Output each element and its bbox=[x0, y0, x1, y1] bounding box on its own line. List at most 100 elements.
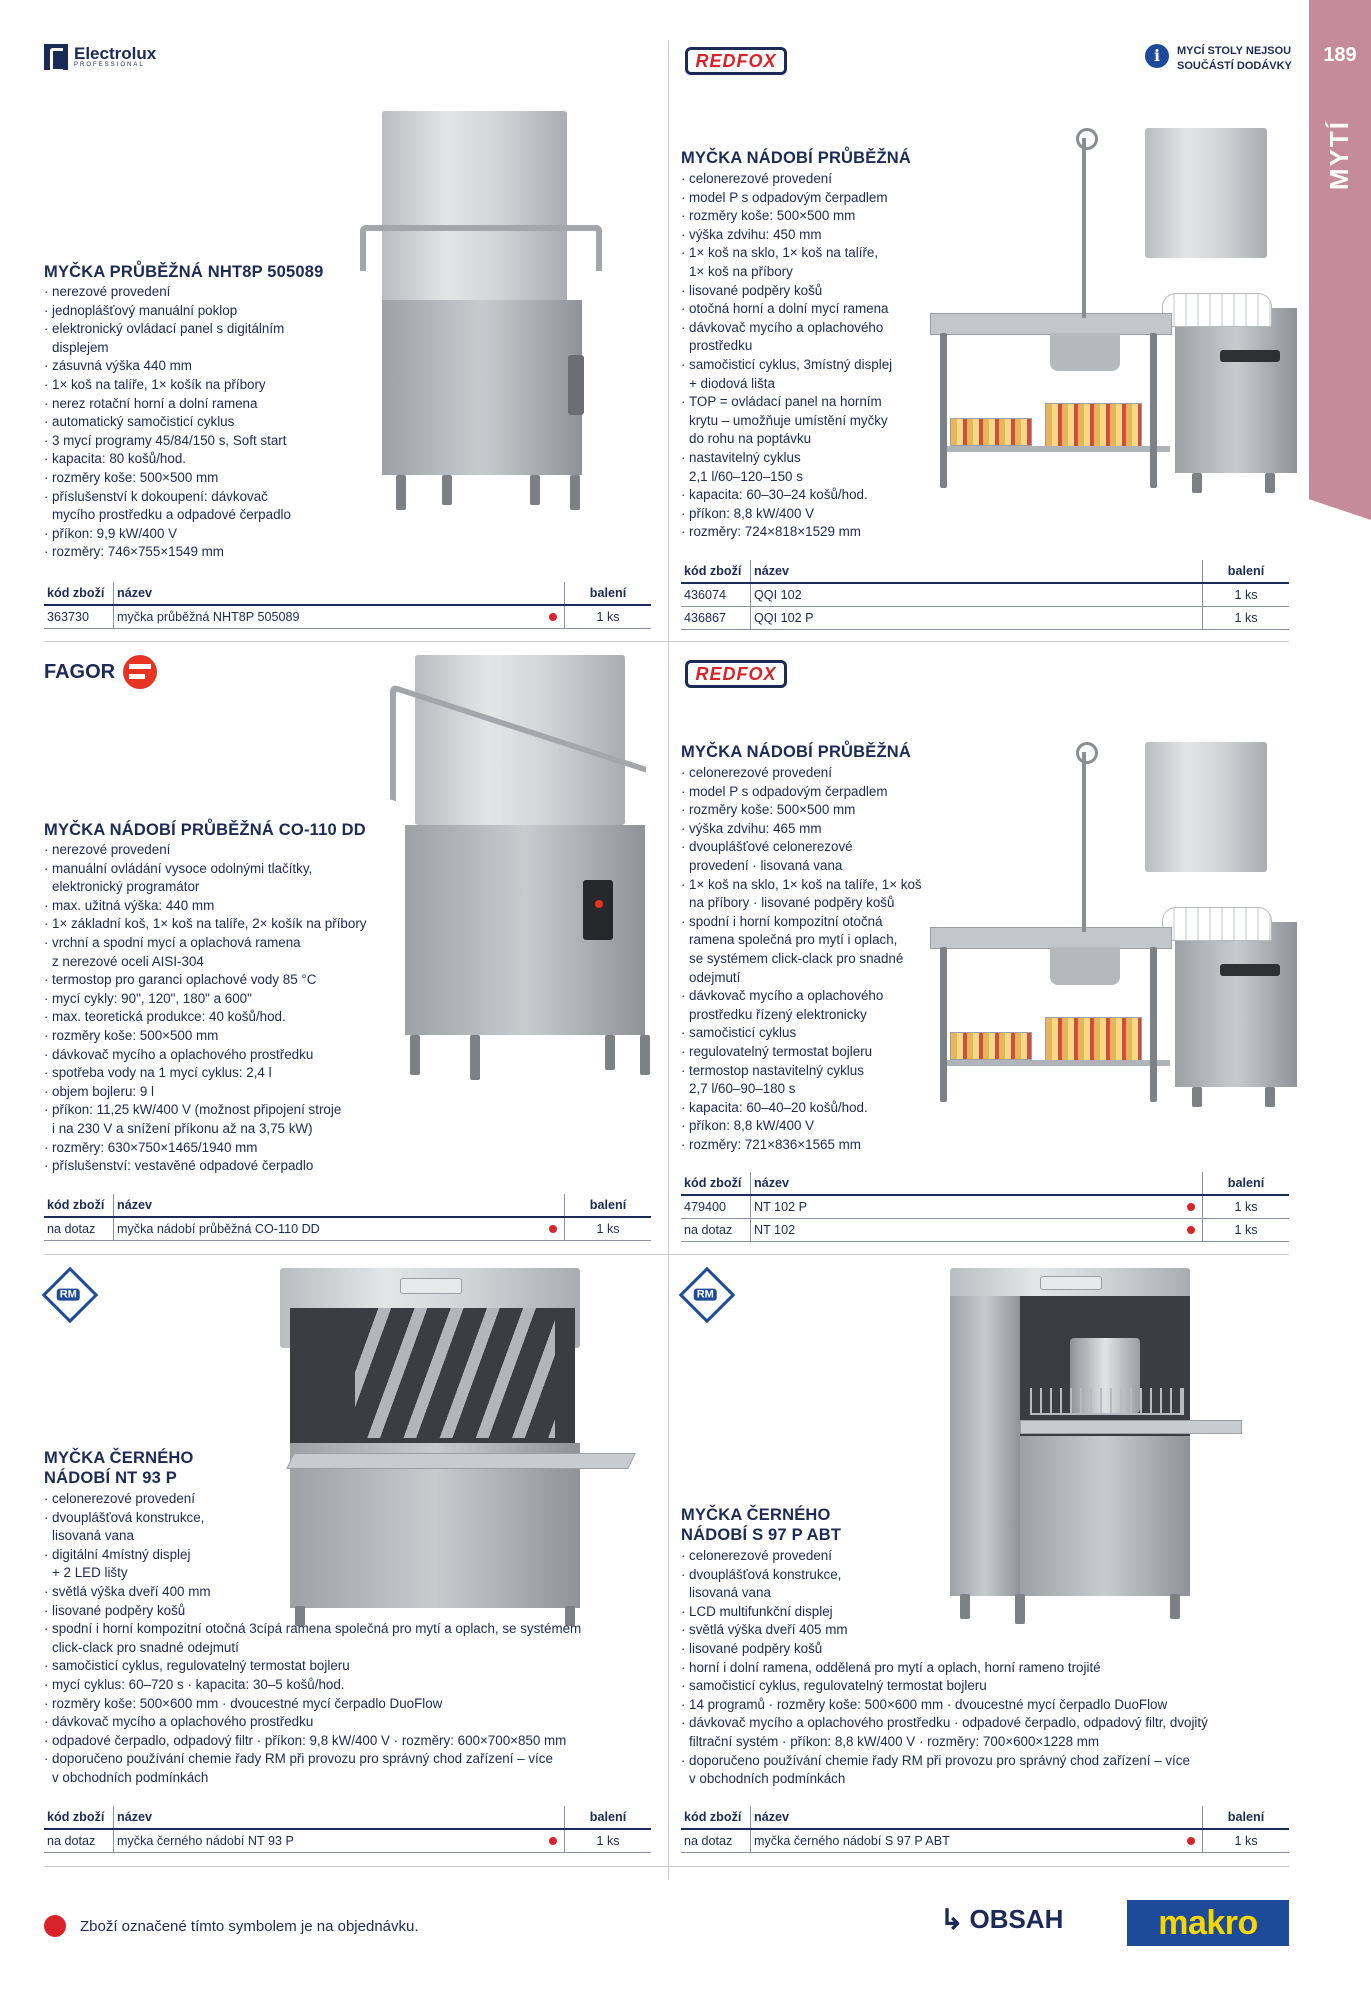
spec-item: samočisticí cyklus, 3místný displej + di… bbox=[681, 356, 941, 393]
row-pack: 1 ks bbox=[564, 1829, 651, 1853]
section-tab: 189 MYTÍ bbox=[1309, 0, 1371, 520]
spec-item: jednoplášťový manuální poklop bbox=[44, 302, 344, 321]
order-dot-icon bbox=[549, 1225, 557, 1233]
makro-logo-text: makro bbox=[1158, 1903, 1258, 1942]
spec-item: samočisticí cyklus, regulovatelný termos… bbox=[681, 1677, 1281, 1696]
row-name: NT 102 bbox=[750, 1218, 1180, 1242]
spec-item: spotřeba vody na 1 mycí cyklus: 2,4 l bbox=[44, 1064, 404, 1083]
spec-item: dávkovač mycího a oplachového prostředku… bbox=[681, 1714, 1281, 1751]
row-pack: 1 ks bbox=[564, 1217, 651, 1241]
return-arrow-icon: ↳ bbox=[940, 1904, 964, 1935]
product-title: MYČKA ČERNÉHO NÁDOBÍ NT 93 P bbox=[44, 1449, 194, 1487]
row-pack: 1 ks bbox=[1202, 606, 1289, 630]
table-row: na dotaz myčka černého nádobí S 97 P ABT… bbox=[681, 1829, 1289, 1853]
order-dot-icon bbox=[1187, 1837, 1195, 1845]
page-number: 189 bbox=[1323, 44, 1357, 66]
spec-item: kapacita: 60–30–24 košů/hod. bbox=[681, 486, 941, 505]
spec-item: dávkovač mycího a oplachového prostředku bbox=[44, 1046, 404, 1065]
row-name: myčka černého nádobí S 97 P ABT bbox=[750, 1829, 1180, 1853]
spec-item: samočisticí cyklus, regulovatelný termos… bbox=[44, 1657, 664, 1676]
col-pack: balení bbox=[564, 582, 651, 606]
product-table: kód zboží název balení na dotaz myčka če… bbox=[44, 1806, 651, 1853]
spec-item: příkon: 9,9 kW/400 V bbox=[44, 525, 344, 544]
row-name: QQI 102 P bbox=[750, 606, 1180, 630]
spec-item: TOP = ovládací panel na horním krytu – u… bbox=[681, 393, 941, 449]
spec-item: zásuvná výška 440 mm bbox=[44, 357, 344, 376]
spec-item: termostop nastavitelný cyklus 2,7 l/60–9… bbox=[681, 1062, 941, 1099]
spec-item: manuální ovládání vysoce odolnými tlačít… bbox=[44, 860, 404, 897]
col-code: kód zboží bbox=[681, 1172, 751, 1196]
col-code: kód zboží bbox=[44, 1194, 114, 1218]
spec-item: digitální 4místný displej + 2 LED lišty bbox=[44, 1546, 664, 1583]
spec-item: rozměry koše: 500×500 mm bbox=[44, 469, 344, 488]
spec-item: výška zdvihu: 450 mm bbox=[681, 226, 941, 245]
spec-item: nerezové provedení bbox=[44, 283, 344, 302]
spec-item: celonerezové provedení bbox=[44, 1490, 664, 1509]
fagor-logo-text: FAGOR bbox=[44, 660, 116, 683]
table-row: 436074 QQI 102 1 ks bbox=[681, 583, 1289, 607]
spec-item: příkon: 8,8 kW/400 V bbox=[681, 1117, 941, 1136]
row-code: 479400 bbox=[681, 1195, 751, 1219]
rm-logo-text: RM bbox=[56, 1288, 80, 1301]
row-code: na dotaz bbox=[44, 1217, 114, 1241]
product-image-nht8p bbox=[360, 105, 602, 515]
spec-item: model P s odpadovým čerpadlem bbox=[681, 189, 941, 208]
product-image-qqi102 bbox=[930, 128, 1297, 498]
spec-item: lisované podpěry košů bbox=[44, 1602, 664, 1621]
col-pack: balení bbox=[1202, 560, 1289, 584]
spec-item: příslušenství k dokoupení: dávkovač mycí… bbox=[44, 488, 344, 525]
spec-item: 1× koš na sklo, 1× koš na talíře, 1× koš… bbox=[681, 244, 941, 281]
row-divider bbox=[44, 641, 1289, 642]
redfox-logo: REDFOX bbox=[685, 660, 787, 688]
section-tab-label: MYTÍ bbox=[1324, 120, 1354, 191]
spec-item: odpadové čerpadlo, odpadový filtr · přík… bbox=[44, 1732, 664, 1751]
spec-item: spodní i horní kompozitní otočná ramena … bbox=[681, 913, 941, 987]
row-code: na dotaz bbox=[681, 1829, 751, 1853]
col-pack: balení bbox=[564, 1194, 651, 1218]
spec-item: nerezové provedení bbox=[44, 841, 404, 860]
spec-item: kapacita: 60–40–20 košů/hod. bbox=[681, 1099, 941, 1118]
spec-item: dávkovač mycího a oplachového prostředku bbox=[44, 1713, 664, 1732]
row-divider bbox=[44, 1254, 1289, 1255]
spec-item: 14 programů · rozměry koše: 500×600 mm ·… bbox=[681, 1696, 1281, 1715]
product-specs: celonerezové provedení model P s odpadov… bbox=[681, 170, 941, 542]
spec-item: celonerezové provedení bbox=[681, 1547, 1281, 1566]
spec-item: rozměry koše: 500×500 mm bbox=[681, 207, 941, 226]
redfox-logo: REDFOX bbox=[685, 47, 787, 75]
spec-item: světlá výška dveří 405 mm bbox=[681, 1621, 1281, 1640]
order-dot-icon bbox=[549, 613, 557, 621]
makro-logo: makro bbox=[1127, 1900, 1289, 1946]
product-table: kód zboží název balení 436074 QQI 102 1 … bbox=[681, 560, 1289, 630]
spec-item: dávkovač mycího a oplachového prostředku… bbox=[681, 987, 941, 1024]
col-pack: balení bbox=[1202, 1806, 1289, 1830]
product-specs: celonerezové provedení dvouplášťová kons… bbox=[681, 1547, 1281, 1789]
row-pack: 1 ks bbox=[1202, 583, 1289, 607]
electrolux-logo-subtext: PROFESSIONAL bbox=[74, 62, 145, 68]
row-name: NT 102 P bbox=[750, 1195, 1180, 1219]
spec-item: příkon: 8,8 kW/400 V bbox=[681, 505, 941, 524]
spec-item: horní i dolní ramena, oddělená pro mytí … bbox=[681, 1659, 1281, 1678]
row-name: QQI 102 bbox=[750, 583, 1180, 607]
spec-item: světlá výška dveří 400 mm bbox=[44, 1583, 664, 1602]
spec-item: výška zdvihu: 465 mm bbox=[681, 820, 941, 839]
product-table: kód zboží název balení 363730 myčka průb… bbox=[44, 582, 651, 629]
product-specs: celonerezové provedení model P s odpadov… bbox=[681, 764, 941, 1154]
spec-item: celonerezové provedení bbox=[681, 170, 941, 189]
spec-item: rozměry koše: 500×500 mm bbox=[681, 801, 941, 820]
contents-link[interactable]: ↳ OBSAH bbox=[940, 1903, 1063, 1936]
spec-item: dávkovač mycího a oplachového prostředku bbox=[681, 319, 941, 356]
rm-logo: RM bbox=[41, 1266, 99, 1324]
spec-item: LCD multifunkční displej bbox=[681, 1603, 1281, 1622]
spec-item: objem bojleru: 9 l bbox=[44, 1083, 404, 1102]
spec-item: 1× koš na sklo, 1× koš na talíře, 1× koš… bbox=[681, 876, 941, 913]
spec-item: dvouplášťové celonerezové provedení · li… bbox=[681, 838, 941, 875]
fagor-logo: FAGOR bbox=[44, 655, 158, 689]
spec-item: dvouplášťová konstrukce, lisovaná vana bbox=[681, 1566, 1281, 1603]
row-code: na dotaz bbox=[681, 1218, 751, 1242]
product-title: MYČKA NÁDOBÍ PRŮBĚŽNÁ bbox=[681, 743, 912, 761]
contents-link-label: OBSAH bbox=[969, 1904, 1064, 1934]
table-row: 363730 myčka průběžná NHT8P 505089 1 ks bbox=[44, 605, 651, 629]
spec-item: rozměry koše: 500×600 mm · dvoucestné my… bbox=[44, 1695, 664, 1714]
row-pack: 1 ks bbox=[1202, 1218, 1289, 1242]
spec-item: nerez rotační horní a dolní ramena bbox=[44, 395, 344, 414]
